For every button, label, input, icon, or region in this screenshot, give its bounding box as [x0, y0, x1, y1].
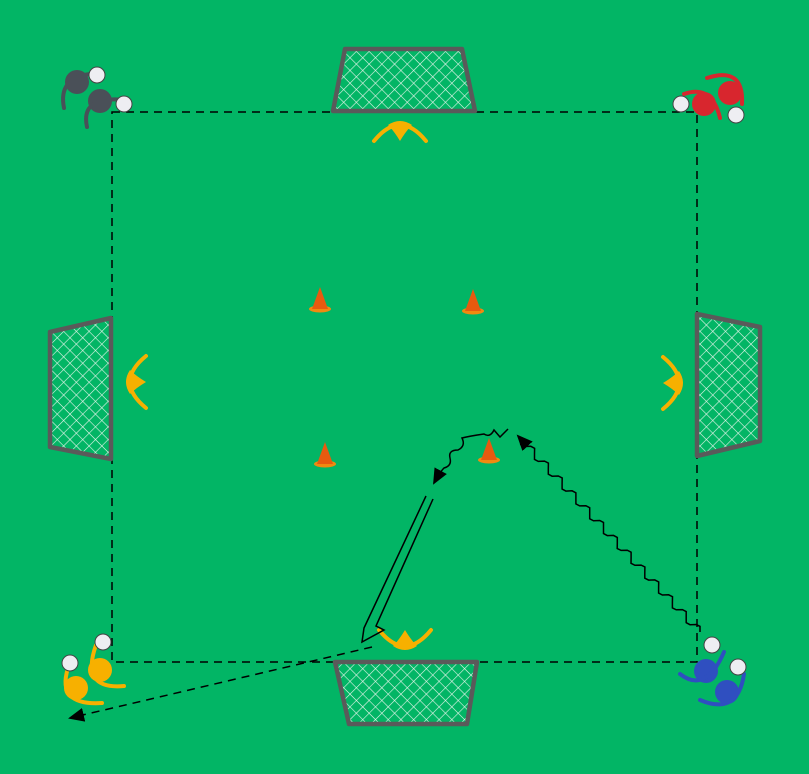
- player-group-red: [672, 73, 745, 124]
- player-icon: [678, 650, 726, 683]
- player-group-yellow: [61, 633, 126, 706]
- player-icon: [682, 89, 722, 120]
- goal-icon: [332, 659, 480, 727]
- ball-icon: [61, 654, 79, 672]
- cone-icon: [478, 438, 500, 464]
- goal-icon: [47, 315, 114, 462]
- dribble-arrow: [433, 428, 509, 485]
- player-icon: [63, 666, 104, 706]
- cone-icon: [462, 289, 484, 315]
- dribble-arrow: [516, 434, 701, 632]
- player-icon: [705, 73, 745, 106]
- goal-icon: [694, 311, 763, 459]
- ball-icon: [94, 633, 112, 651]
- cone-icon: [309, 287, 331, 313]
- run-arrow: [68, 646, 373, 722]
- ball-icon: [115, 95, 133, 113]
- pass-arrow: [361, 495, 434, 644]
- player-icon: [698, 672, 746, 707]
- ball-icon: [703, 636, 721, 654]
- goalkeeper-icon: [661, 355, 683, 411]
- cone-icon: [314, 442, 336, 468]
- goalkeeper-icon: [126, 354, 148, 410]
- goal-icon: [330, 46, 478, 114]
- ball-icon: [727, 106, 745, 124]
- player-group-gray: [61, 66, 133, 129]
- player-group-blue: [678, 636, 747, 707]
- ball-icon: [729, 658, 747, 676]
- player-icon: [61, 70, 92, 110]
- player-icon: [88, 643, 126, 689]
- ball-icon: [88, 66, 106, 84]
- ball-icon: [672, 95, 690, 113]
- goalkeeper-icon: [377, 628, 433, 650]
- goalkeeper-icon: [372, 121, 428, 143]
